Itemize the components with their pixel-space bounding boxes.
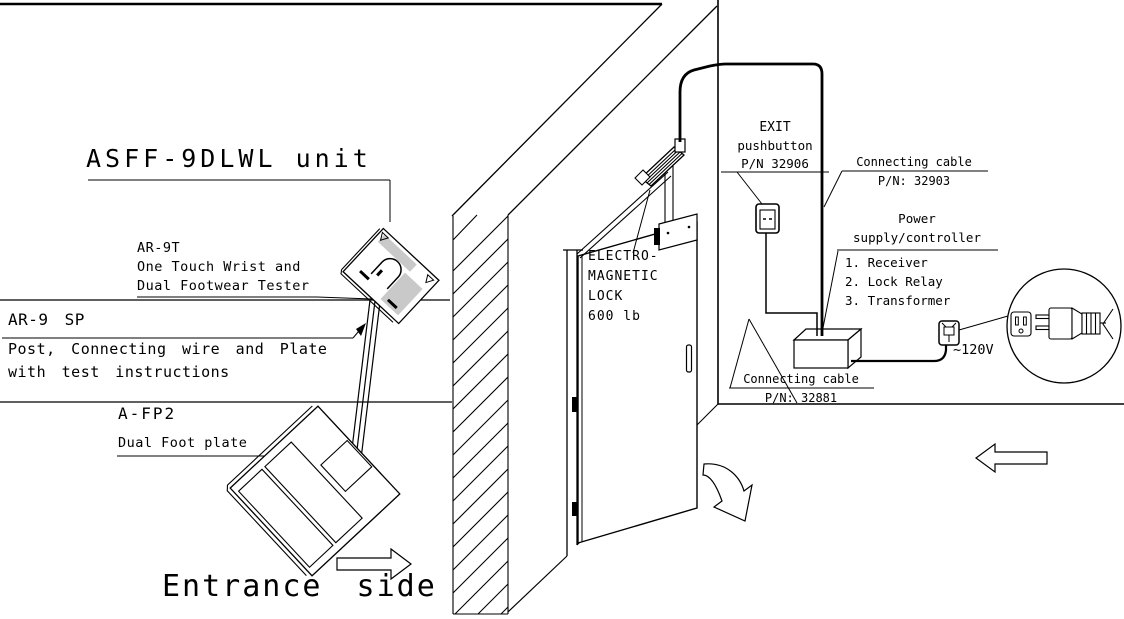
outlet-cord xyxy=(851,345,948,363)
entrance-arrow-icon xyxy=(336,547,412,581)
door-hinge xyxy=(572,502,577,516)
maglock-label-2: MAGNETIC xyxy=(588,269,659,284)
wrist-rest-icon xyxy=(370,257,402,290)
wall-hatch-section xyxy=(452,214,509,615)
tester-post xyxy=(350,299,381,460)
plug-detail-circle xyxy=(1006,268,1122,384)
door-swing-arrow-icon xyxy=(702,463,753,522)
voltage-label: ~120V xyxy=(953,342,994,358)
panel-triangle-icon xyxy=(379,231,390,242)
unit-title: ASFF-9DLWL unit xyxy=(86,144,372,173)
arrows xyxy=(336,442,1048,581)
maglock-label-1: ELECTRO- xyxy=(588,249,659,264)
maglock-device xyxy=(576,138,698,259)
pushbutton-wire xyxy=(765,233,818,336)
post-mount-pad xyxy=(320,439,373,493)
cables xyxy=(678,62,948,363)
exit-direction-arrow-icon xyxy=(974,442,1048,474)
panel-triangle-icon xyxy=(425,273,435,284)
exit-pushbutton-device xyxy=(755,203,780,234)
wall-outlet xyxy=(938,315,1009,346)
power-item-1: 1. Receiver xyxy=(845,255,928,270)
power-plug-icon xyxy=(1035,307,1114,340)
cable-lower-label: Connecting cable xyxy=(743,372,859,386)
exit-button-label-1: EXIT xyxy=(759,120,791,135)
leaders xyxy=(2,170,998,457)
leader-arrowhead-icon xyxy=(356,323,366,336)
door-handle xyxy=(685,344,693,373)
power-supply-box xyxy=(792,327,863,370)
post-desc-2: with test instructions xyxy=(8,363,230,381)
post-desc-1: Post, Connecting wire and Plate xyxy=(8,340,328,358)
power-label-1: Power xyxy=(898,211,936,226)
exit-button-pn: P/N 32906 xyxy=(741,156,809,171)
foot-plate-model: A-FP2 xyxy=(118,404,177,423)
door-hinge xyxy=(572,397,577,412)
tester-model: AR-9T xyxy=(137,240,181,256)
maglock-label-3: LOCK xyxy=(588,289,624,304)
tester-unit-device xyxy=(340,227,440,325)
cable-lower-pn: P/N: 32881 xyxy=(764,391,838,405)
lock-cable xyxy=(678,62,824,336)
power-item-2: 2. Lock Relay xyxy=(845,274,943,289)
tester-desc-2: Dual Footwear Tester xyxy=(137,278,310,294)
tester-desc-1: One Touch Wrist and xyxy=(137,259,301,275)
foot-plate-device xyxy=(226,405,401,577)
exit-button-label-2: pushbutton xyxy=(737,138,813,153)
cable-upper-pn: P/N: 32903 xyxy=(877,174,951,188)
cable-upper-label: Connecting cable xyxy=(856,155,972,169)
foot-plate-desc: Dual Foot plate xyxy=(118,435,248,451)
post-model: AR-9 SP xyxy=(8,310,85,329)
power-item-3: 3. Transformer xyxy=(845,293,951,308)
entrance-side-label: Entrance side xyxy=(162,569,437,604)
maglock-label-4: 600 lb xyxy=(588,309,641,324)
power-label-2: supply/controller xyxy=(853,230,981,245)
